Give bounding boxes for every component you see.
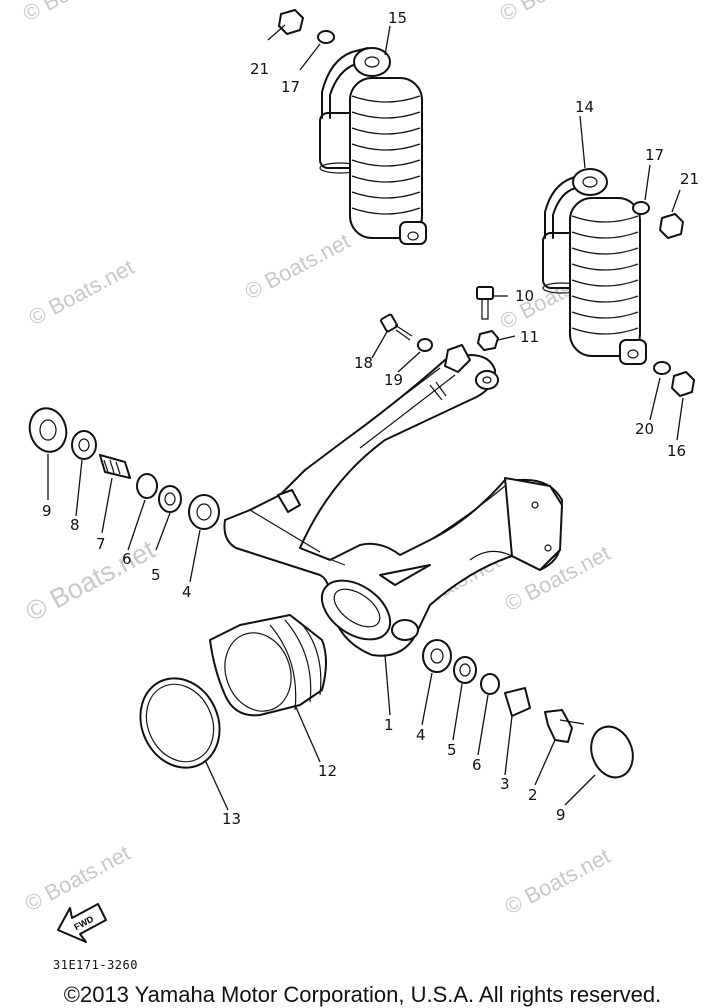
watermark: © Boats.net: [19, 0, 133, 26]
callout-17: 17: [645, 146, 664, 164]
watermark: © Boats.net: [21, 534, 160, 627]
callout-21: 21: [250, 60, 269, 78]
swing-arm-1: [223, 344, 563, 657]
hardware-left: [28, 407, 220, 530]
callout-20: 20: [635, 420, 654, 438]
callout-5: 5: [151, 566, 161, 584]
callout-11: 11: [520, 328, 539, 346]
hardware-right: [422, 639, 634, 779]
callout-16: 16: [667, 442, 686, 460]
callout-5: 5: [447, 741, 457, 759]
callout-21: 21: [680, 170, 699, 188]
watermark: © Boats.net: [25, 254, 139, 330]
hardware-top: [278, 9, 695, 397]
callout-18: 18: [354, 354, 373, 372]
callout-9: 9: [42, 502, 52, 520]
callout-10: 10: [515, 287, 534, 305]
callout-14: 14: [575, 98, 594, 116]
callout-3: 3: [500, 775, 510, 793]
watermark: © Boats.net: [501, 843, 615, 919]
callout-12: 12: [318, 762, 337, 780]
callout-19: 19: [384, 371, 403, 389]
callout-4: 4: [182, 583, 192, 601]
callout-7: 7: [96, 535, 106, 553]
callout-4: 4: [416, 726, 426, 744]
boot-12: [209, 614, 327, 717]
callout-17: 17: [281, 78, 300, 96]
ring-13: [139, 677, 221, 769]
watermark: © Boats.net: [241, 228, 355, 304]
callouts: 15 21 17 14 17 21 10 11 18 19 20 16 9 8 …: [42, 9, 699, 828]
fwd-arrow-icon: FWD: [57, 903, 107, 943]
copyright-notice: ©2013 Yamaha Motor Corporation, U.S.A. A…: [63, 982, 662, 1007]
document-code: 31E171-3260: [53, 958, 138, 972]
callout-1: 1: [384, 716, 394, 734]
callout-6: 6: [122, 550, 132, 568]
leader-lines: [47, 24, 684, 811]
callout-13: 13: [222, 810, 241, 828]
callout-6: 6: [472, 756, 482, 774]
callout-8: 8: [70, 516, 80, 534]
callout-15: 15: [388, 9, 407, 27]
shock-absorber-14: [542, 168, 647, 365]
watermark: © Boats.net: [21, 840, 135, 916]
watermark: © Boats.net: [496, 0, 610, 26]
shock-absorber-15: [319, 47, 427, 245]
callout-9: 9: [556, 806, 566, 824]
callout-2: 2: [528, 786, 538, 804]
